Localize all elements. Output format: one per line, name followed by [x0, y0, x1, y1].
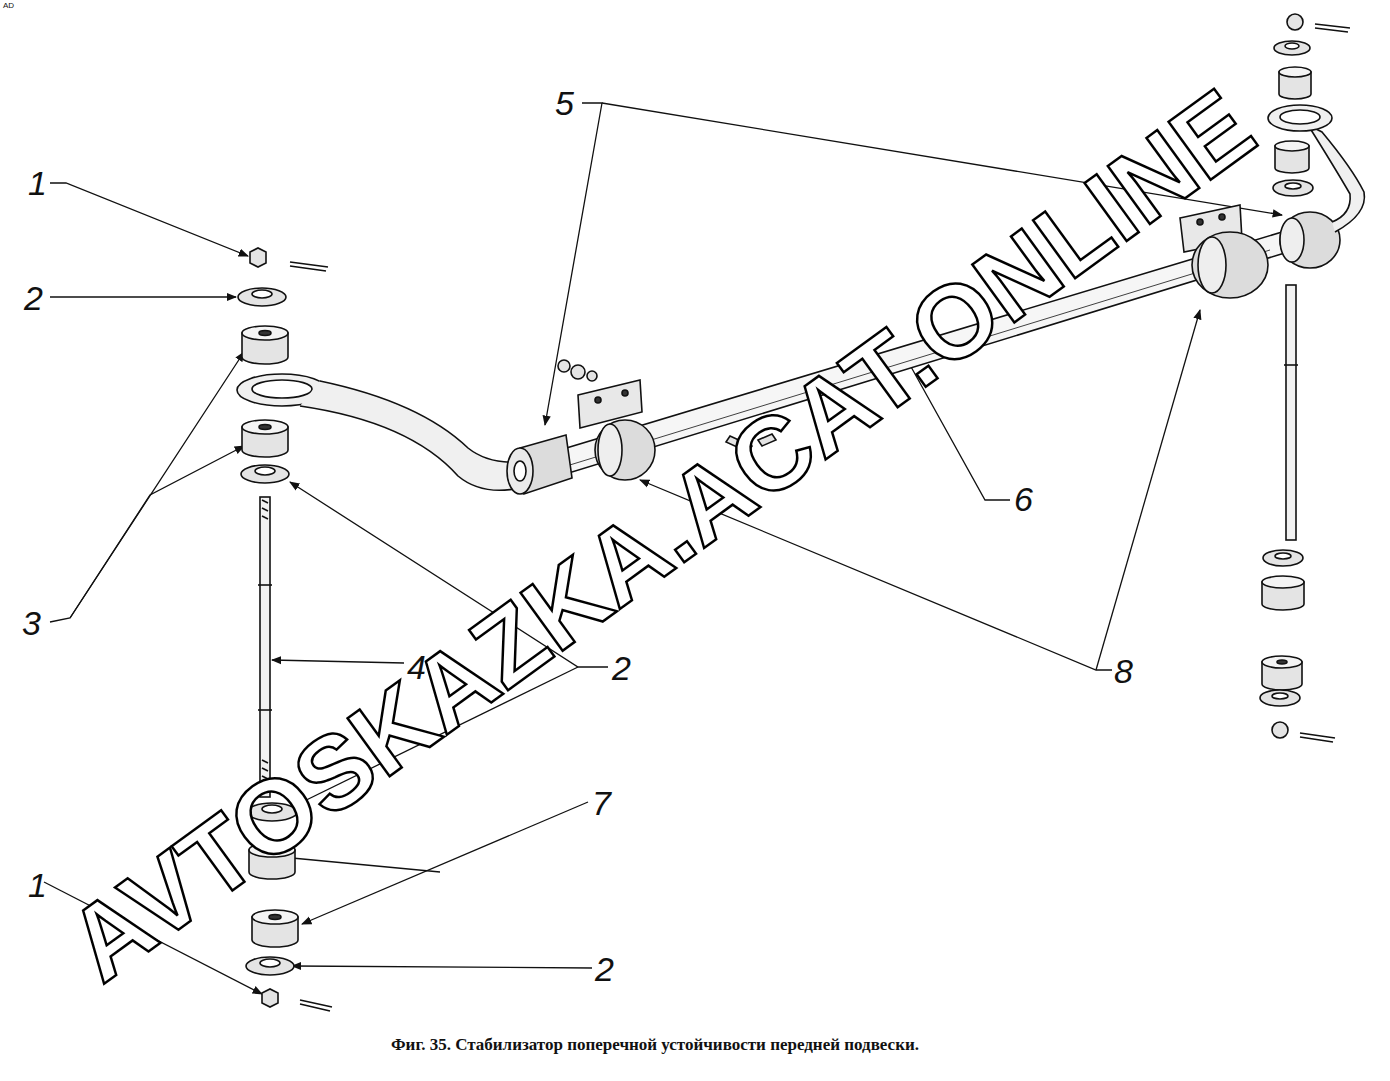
callout-number: 3 — [22, 606, 41, 640]
watermark: AVTOSKAZKA.ACAT.ONLINE — [50, 72, 1270, 998]
callout-number: 1 — [28, 868, 47, 902]
callout-number: 2 — [595, 952, 614, 986]
callout-number: 1 — [28, 166, 47, 200]
figure-caption: Фиг. 35. Стабилизатор поперечной устойчи… — [391, 1035, 919, 1055]
callout-number: 5 — [555, 86, 574, 120]
callout-number: 7 — [592, 786, 611, 820]
callout-number: 8 — [1114, 654, 1133, 688]
callout-number: 2 — [612, 651, 631, 685]
callout-number: 6 — [1014, 482, 1033, 516]
corner-mark: AD — [3, 2, 14, 10]
callout-number: 2 — [24, 281, 43, 315]
